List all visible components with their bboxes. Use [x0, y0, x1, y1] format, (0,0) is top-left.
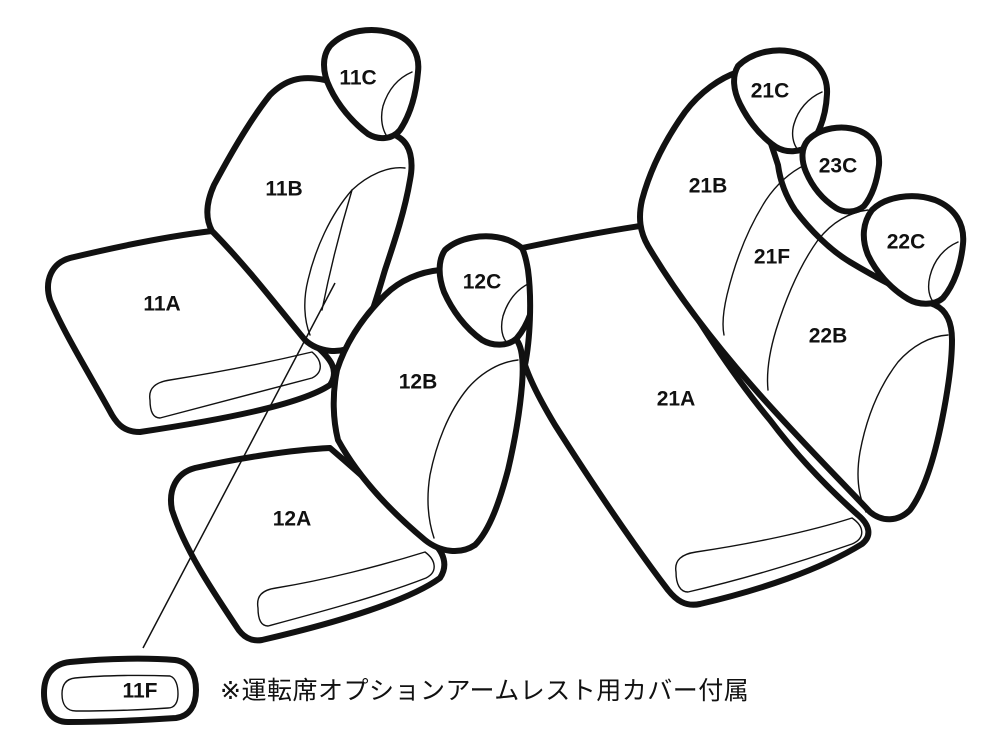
label-21C: 21C — [751, 80, 790, 103]
backrest-22B-side — [857, 334, 949, 513]
armrest-11F-inner — [61, 674, 179, 712]
backrest-11B-seam — [321, 189, 353, 311]
label-11B: 11B — [265, 178, 302, 201]
label-11F: 11F — [122, 680, 157, 703]
label-22B: 22B — [809, 325, 848, 348]
label-12B: 12B — [399, 371, 438, 394]
label-22C: 22C — [887, 231, 926, 254]
headrest-23C — [799, 124, 883, 215]
armrest-cover-11F: 11F — [41, 282, 336, 725]
leader-line-11F — [142, 282, 336, 649]
label-12C: 12C — [463, 271, 502, 294]
backrest-21F-seam — [766, 209, 869, 391]
headrest-11C-seam — [380, 71, 413, 139]
armrest-11F-outline — [41, 655, 199, 725]
rear-bench-seat: 21C 23C 21B 21F 22C 22B 21A — [519, 47, 967, 608]
backrest-21B-seam — [722, 164, 806, 336]
front-seat-2: 12C 12B 12A — [168, 233, 541, 644]
headrest-22C-seam — [927, 241, 959, 305]
label-11A: 11A — [143, 293, 180, 316]
backrest-12B-side — [427, 359, 519, 539]
backrest-11B-side — [304, 167, 406, 336]
headrest-12C — [436, 233, 541, 348]
label-21A: 21A — [657, 388, 696, 411]
headrest-21C-seam — [791, 91, 823, 151]
cushion-12A-panel — [256, 551, 435, 627]
label-21B: 21B — [689, 175, 728, 198]
cushion-21A-panel — [675, 517, 863, 593]
front-seat-1: 11C 11B 11A — [45, 27, 422, 435]
headrest-11C — [321, 27, 422, 142]
armrest-note: ※運転席オプションアームレスト用カバー付属 — [220, 676, 750, 705]
label-23C: 23C — [819, 155, 858, 178]
cushion-11A-panel — [149, 351, 321, 419]
headrest-12C-seam — [500, 281, 533, 345]
label-12A: 12A — [273, 508, 312, 531]
label-21F: 21F — [754, 246, 790, 269]
backrest-rear — [637, 69, 955, 523]
headrest-22C — [860, 193, 967, 307]
label-11C: 11C — [339, 67, 376, 90]
